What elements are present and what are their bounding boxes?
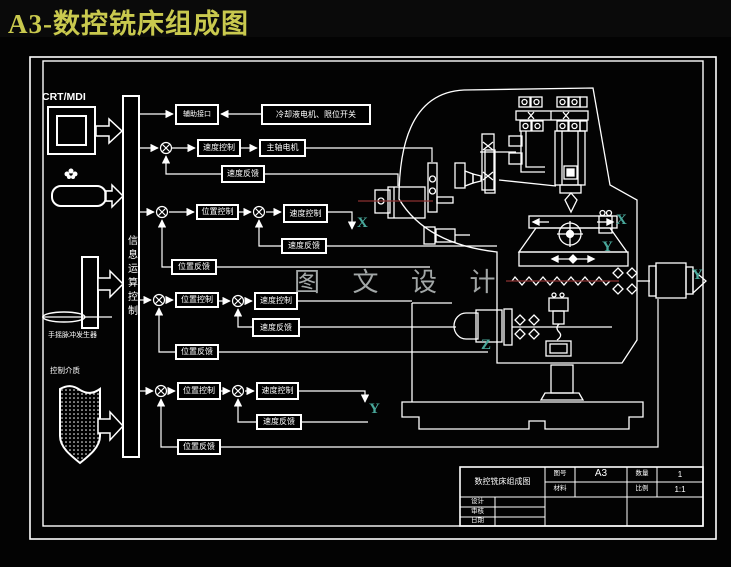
controller-bus-label: 信息运算控制 (125, 234, 137, 319)
sign-row-date-label: 日期 (471, 517, 484, 525)
machine-base (401, 302, 644, 430)
arrow-lines (140, 109, 370, 448)
summing-junctions (152, 141, 266, 398)
table-x-axis-label: X (616, 212, 627, 228)
machine-body-outline (398, 87, 638, 364)
y-position-control-block: 位置控制 (177, 382, 221, 400)
title-block-grid (459, 466, 704, 527)
control-medium-label: 控制介质 (50, 366, 80, 375)
spindle-assembly (554, 130, 586, 214)
z-speed-feedback-block: 速度反馈 (252, 318, 300, 337)
watermark: 图 文 设 计 (294, 268, 509, 297)
spindle-speed-feedback-block: 速度反馈 (221, 165, 265, 183)
field-scale-value: 1:1 (674, 484, 686, 494)
y-speed-feedback-block: 速度反馈 (256, 414, 302, 430)
y-chain-axis-label: Y (369, 401, 380, 417)
y-motor-axis-label: Y (692, 267, 703, 283)
sign-row-design-label: 设计 (471, 498, 484, 506)
z-speed-control-block: 速度控制 (254, 292, 298, 310)
scribble-icon (64, 168, 78, 179)
milling-machine (358, 87, 707, 430)
sign-row-review-label: 审核 (471, 508, 484, 516)
z-axis-motor-icon (453, 308, 612, 346)
field-scale-label: 比例 (635, 485, 649, 493)
cutting-tool-icon (564, 192, 578, 214)
drawing-border (29, 56, 717, 540)
window-title: A3-数控铣床组成图 (8, 9, 249, 39)
field-quantity-label: 数量 (635, 470, 649, 478)
aux-interface-block: 辅助接口 (175, 104, 219, 125)
y-axis-motor-icon (648, 262, 707, 299)
gearbox-bearings (515, 96, 589, 132)
field-drawing-no-label: 图号 (553, 470, 567, 478)
input-arrows (95, 117, 125, 442)
field-material-label: 材料 (553, 485, 567, 493)
field-material-value (576, 483, 626, 496)
z-motor-axis-label: Z (481, 337, 492, 353)
control-medium-icon (59, 385, 101, 465)
window-titlebar: A3-数控铣床组成图 (0, 0, 731, 39)
z-position-feedback-block: 位置反馈 (175, 344, 219, 360)
x-chain-axis-label: X (357, 215, 368, 231)
spindle-motor-icon (374, 186, 470, 245)
x-position-feedback-block: 位置反馈 (171, 259, 217, 275)
worktable (517, 209, 629, 267)
handwheel-pulse-generator-icon (42, 256, 112, 329)
gear-train (427, 131, 545, 213)
z-bracket (545, 292, 572, 357)
table-y-axis-label: Y (602, 239, 613, 255)
handwheel-label: 手摇脉冲发生器 (48, 332, 97, 339)
field-quantity-value: 1 (677, 469, 683, 479)
x-speed-feedback-block: 速度反馈 (281, 238, 327, 254)
spindle-speed-control-block: 速度控制 (197, 139, 241, 157)
field-drawing-no-value: A3 (594, 468, 608, 479)
connection-lines (217, 147, 659, 448)
y-position-feedback-block: 位置反馈 (177, 439, 221, 455)
x-position-control-block: 位置控制 (196, 204, 239, 220)
crt-mdi-monitor-icon (47, 106, 96, 155)
controller-bus: 信息运算控制 (122, 95, 140, 458)
aux-actuators-block: 冷却液电机、限位开关 (261, 104, 371, 125)
y-speed-control-block: 速度控制 (256, 382, 299, 400)
spindle-motor-block: 主轴电机 (259, 139, 306, 157)
z-position-control-block: 位置控制 (175, 292, 219, 308)
x-speed-control-block: 速度控制 (283, 204, 328, 223)
crt-mdi-label: CRT/MDI (42, 91, 86, 103)
title-block-drawing-title: 数控铣床组成图 (474, 477, 531, 486)
